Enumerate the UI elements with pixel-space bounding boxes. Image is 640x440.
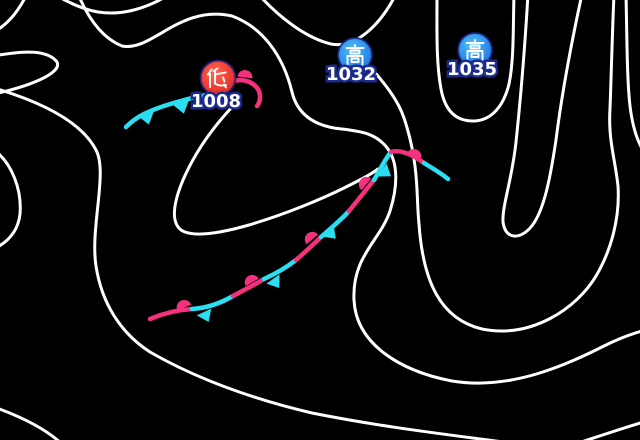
- isobar-line: [173, 104, 380, 236]
- stationary-front-bump: [304, 231, 319, 245]
- stationary-front-segment: [230, 276, 267, 299]
- isobar-line: [79, 0, 640, 385]
- pressure-value-label: 1035: [447, 59, 497, 80]
- pressure-symbol-glyph: [345, 44, 365, 66]
- stationary-front-bump: [176, 299, 192, 311]
- isobar-line: [0, 0, 26, 30]
- isobar-line: [501, 0, 583, 238]
- isobar-line: [370, 0, 620, 333]
- isobar-line: [261, 0, 395, 47]
- isobar-line: [0, 50, 60, 95]
- isobar-line: [435, 0, 516, 123]
- stationary-front-triangle: [322, 225, 336, 239]
- stationary-front-bump: [244, 274, 259, 287]
- stationary-front-segment: [346, 177, 377, 214]
- cold-front-triangle: [173, 100, 189, 114]
- stationary-front-bump: [406, 148, 422, 160]
- isobar-line: [0, 407, 60, 440]
- stationary-front-triangle: [196, 308, 212, 322]
- stationary-front-segment: [421, 160, 451, 182]
- isobar-line: [624, 0, 640, 149]
- pressure-center-high-1035: 1035: [444, 32, 500, 83]
- pressure-value-label: 1032: [326, 64, 376, 85]
- isobar-line: [61, 0, 163, 15]
- stationary-front-triangle: [377, 163, 392, 177]
- cold-front-line: [123, 92, 209, 130]
- warm-front-bump: [237, 69, 253, 79]
- stationary-front-segment: [371, 149, 394, 183]
- warm-front-line: [231, 77, 263, 109]
- stationary-front-triangle: [266, 274, 280, 289]
- pressure-center-high-1032: 1032: [323, 37, 379, 88]
- isobar-line: [582, 421, 640, 440]
- stationary-front-segment: [147, 306, 195, 322]
- stationary-front-segment: [293, 234, 324, 263]
- stationary-front-segment: [189, 293, 236, 312]
- stationary-front-segment: [318, 208, 352, 240]
- pressure-symbol-glyph: [465, 39, 485, 61]
- stationary-front-bump: [358, 176, 372, 191]
- pressure-center-low-1008: 1008: [188, 59, 244, 115]
- pressure-symbol-glyph: [207, 67, 227, 89]
- isobar-line: [0, 88, 500, 440]
- isobar-line: [0, 153, 22, 248]
- pressure-circle-high: [337, 37, 373, 73]
- pressure-circle-high: [457, 32, 493, 68]
- pressure-value-label: 1008: [191, 91, 241, 112]
- cold-front-triangle: [138, 111, 154, 125]
- stationary-front-segment: [261, 257, 299, 282]
